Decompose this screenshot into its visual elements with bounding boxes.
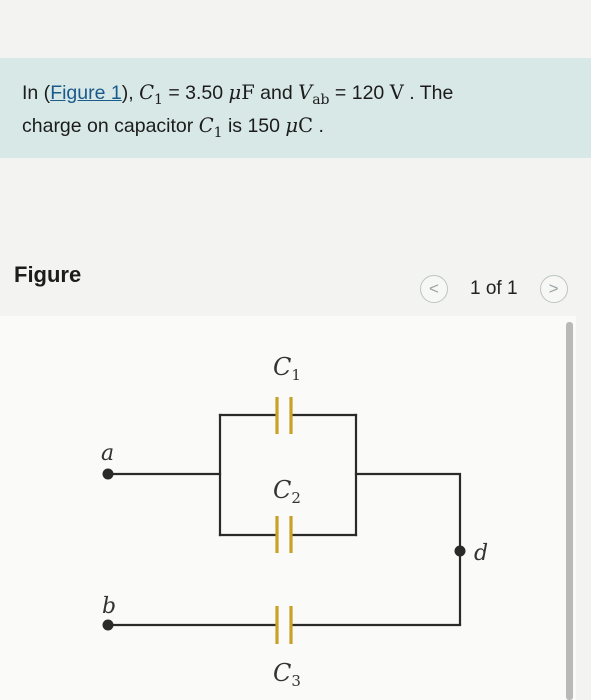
label-c3: C3 <box>273 659 301 690</box>
text-and: and <box>254 82 299 104</box>
scrollbar[interactable] <box>566 322 573 700</box>
text-end: . <box>313 114 324 137</box>
next-figure-button[interactable]: > <box>539 275 568 303</box>
mu-symbol-2: μ <box>285 113 299 137</box>
label-node-d: d <box>474 541 488 566</box>
figure-heading: Figure <box>14 262 82 287</box>
unit-volt: V <box>389 81 404 104</box>
prev-figure-button[interactable]: < <box>420 275 448 303</box>
text-the: . The <box>403 82 454 104</box>
c1-symbol-2: C1 <box>198 113 223 141</box>
charge-value: is 150 <box>222 114 286 137</box>
text-after-link: ), <box>121 82 140 104</box>
label-c2: C2 <box>273 476 301 507</box>
page-count: 1 of 1 <box>470 278 518 299</box>
vab-value: = 120 <box>329 82 390 104</box>
unit-farad: F <box>241 81 255 104</box>
figure-link[interactable]: Figure 1 <box>50 82 122 104</box>
node-d-dot <box>454 545 466 557</box>
label-c1: C1 <box>273 353 301 384</box>
node-a-dot <box>102 468 114 480</box>
unit-coulomb: C <box>298 113 314 137</box>
problem-statement: In (Figure 1), C1 = 3.50 μF and Vab = 12… <box>0 58 591 158</box>
figure-pager: < 1 of 1 > <box>420 272 568 306</box>
label-node-b: b <box>102 594 116 619</box>
wire-to-d <box>354 472 462 626</box>
node-b-dot <box>102 619 114 631</box>
chevron-left-icon: < <box>429 279 439 298</box>
figure-panel <box>0 316 576 700</box>
mu-symbol: μ <box>228 81 242 104</box>
text-prefix: In ( <box>22 82 51 104</box>
c1-value: = 3.50 <box>162 82 229 104</box>
problem-line-2: charge on capacitor C1 is 150 μC . <box>22 113 591 146</box>
chevron-right-icon: > <box>548 279 559 298</box>
text-charge: charge on capacitor <box>22 114 199 137</box>
problem-line-1: In (Figure 1), C1 = 3.50 μF and Vab = 12… <box>22 80 591 113</box>
vab-symbol: Vab <box>298 81 330 108</box>
label-node-a: a <box>101 441 114 466</box>
c1-symbol: C1 <box>139 81 163 108</box>
